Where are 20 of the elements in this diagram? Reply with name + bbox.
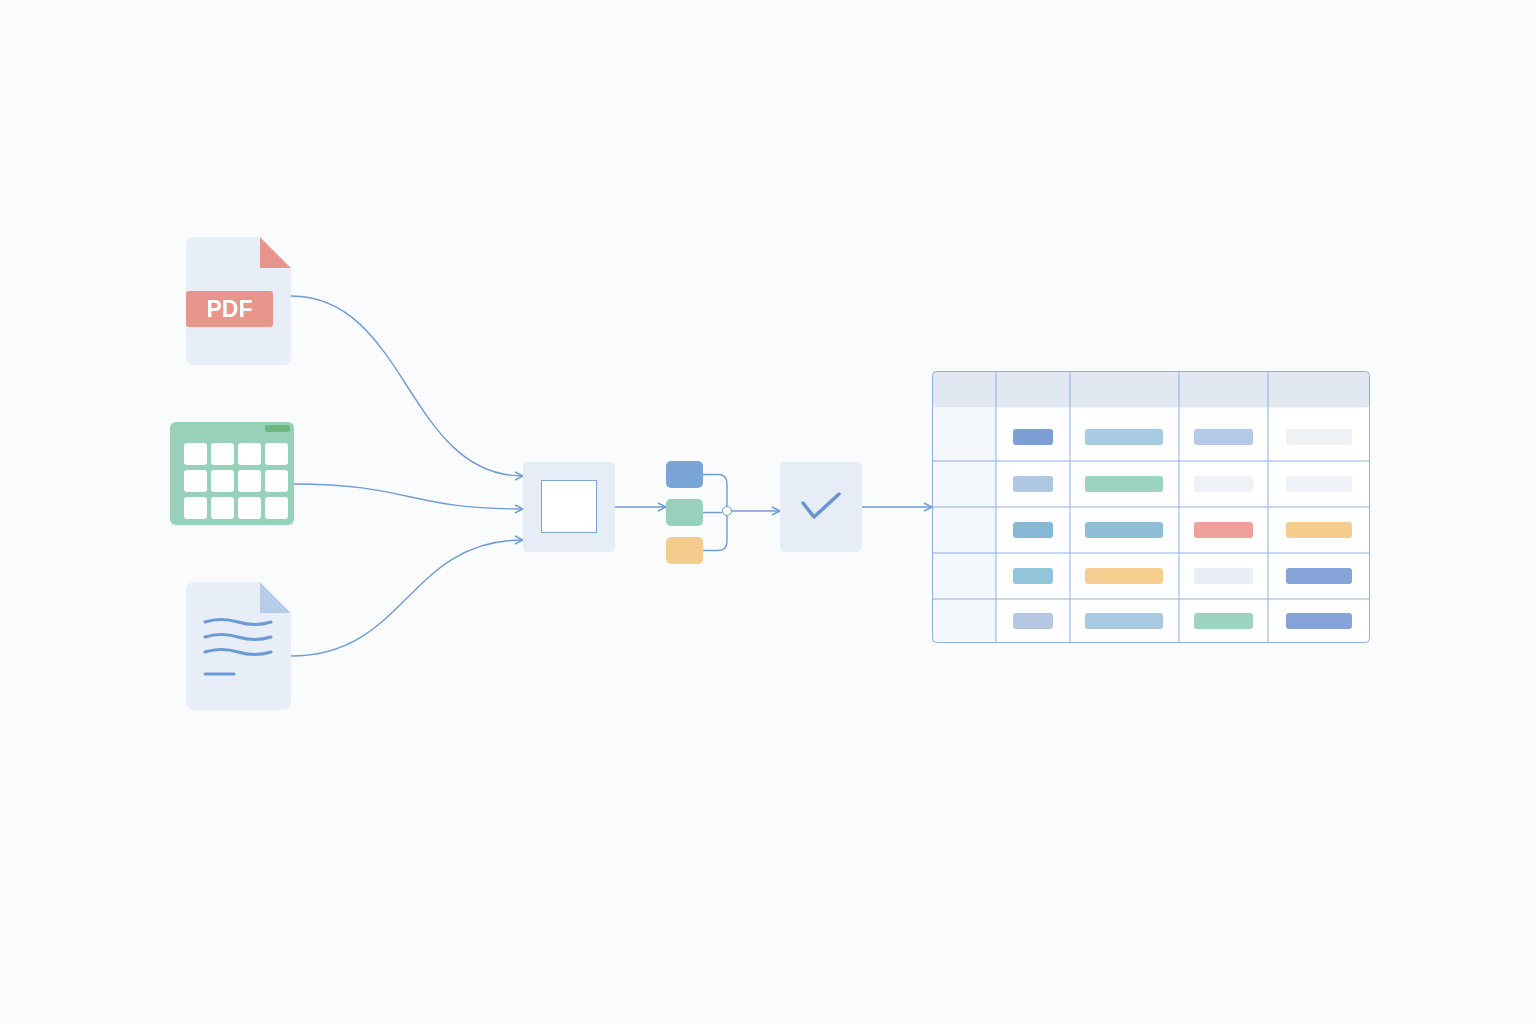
color-block	[666, 461, 703, 488]
process-box	[780, 462, 862, 552]
process-box	[523, 462, 615, 552]
connector-line	[702, 473, 728, 507]
connector-line	[702, 515, 728, 552]
color-block	[666, 537, 703, 564]
color-block	[666, 499, 703, 526]
spreadsheet-icon	[170, 422, 294, 525]
connector-line	[702, 511, 723, 514]
arrow	[290, 535, 524, 657]
table-drawing	[932, 371, 1370, 643]
arrow	[293, 483, 524, 514]
document-icon	[186, 237, 291, 365]
arrow	[290, 295, 524, 480]
arrow	[731, 506, 781, 516]
arrow	[614, 502, 667, 512]
document-icon	[186, 582, 291, 710]
file-type-label: PDF	[186, 291, 273, 327]
arrow	[861, 502, 933, 512]
junction-circle	[722, 506, 732, 516]
